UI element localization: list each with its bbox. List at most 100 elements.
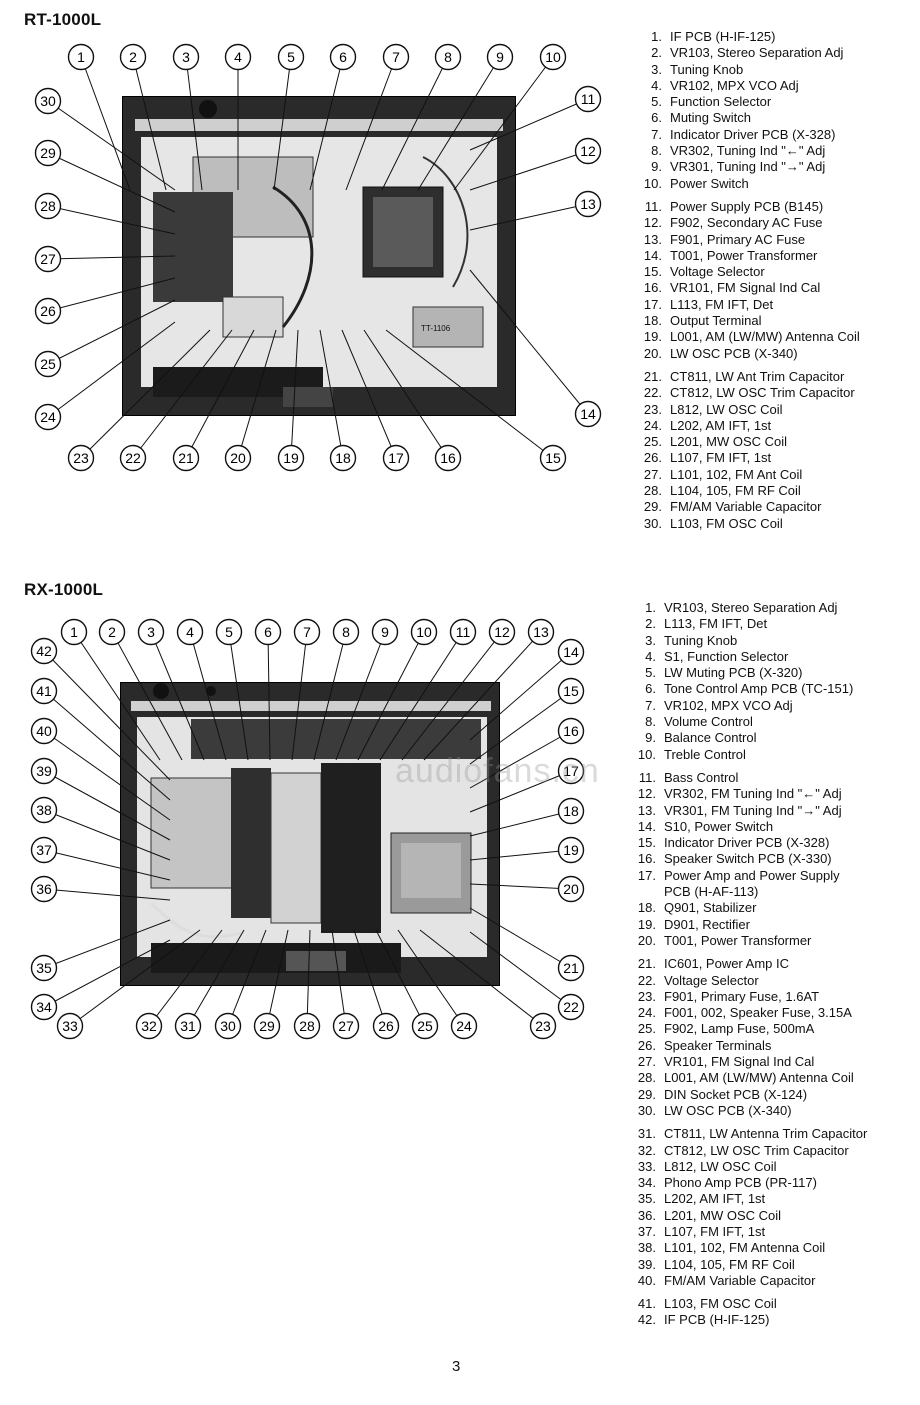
- callout-rx-13: 13: [423, 618, 555, 761]
- callout-number: 9: [381, 624, 389, 640]
- part-description: L812, LW OSC Coil: [670, 401, 783, 417]
- part-description: Power Supply PCB (B145): [670, 198, 824, 214]
- part-number: [626, 884, 664, 900]
- part-number: 22.: [637, 972, 656, 988]
- part-description: L103, FM OSC Coil: [664, 1296, 777, 1312]
- leader-line: [43, 770, 171, 841]
- rx-part-row: 42.IF PCB (H-IF-125): [626, 1312, 867, 1328]
- part-number: 30.: [637, 1102, 656, 1118]
- part-description: IF PCB (H-IF-125): [664, 1312, 770, 1328]
- callout-rx-32: 32: [135, 929, 223, 1040]
- part-description: L104, 105, FM RF Coil: [664, 1256, 795, 1272]
- callout-number: 24: [456, 1018, 472, 1034]
- callout-rx-36: 36: [30, 875, 171, 903]
- part-number: 27.: [643, 466, 662, 482]
- part-number: 36.: [637, 1207, 656, 1223]
- callout-number: 33: [62, 1018, 78, 1034]
- callout-circle: [172, 444, 200, 472]
- callout-number: 37: [36, 842, 52, 858]
- callout-circle: [224, 444, 252, 472]
- part-description: L001, AM (LW/MW) Antenna Coil: [664, 1070, 854, 1086]
- leader-line: [423, 631, 542, 761]
- callout-circle: [332, 1012, 360, 1040]
- leader-line: [43, 939, 171, 1008]
- leader-line: [47, 205, 176, 235]
- callout-circle: [574, 85, 602, 113]
- leader-line: [363, 329, 449, 459]
- callout-circle: [557, 717, 585, 745]
- callout-rt-27: 27: [34, 245, 176, 273]
- part-description: F902, Lamp Fuse, 500mA: [664, 1021, 815, 1037]
- callout-circle: [30, 796, 58, 824]
- callout-number: 25: [417, 1018, 433, 1034]
- part-description: L202, AM IFT, 1st: [670, 417, 772, 433]
- part-description: Function Selector: [670, 94, 772, 110]
- leader-line: [469, 770, 572, 813]
- part-number: 40.: [637, 1272, 656, 1288]
- callout-rt-6: 6: [309, 43, 357, 191]
- page-number: 3: [452, 1358, 461, 1375]
- callout-rx-1: 1: [60, 618, 161, 761]
- callout-rx-9: 9: [335, 618, 399, 761]
- part-description: DIN Socket PCB (X-124): [664, 1086, 808, 1102]
- rt-part-row: 18.Output Terminal: [632, 313, 860, 329]
- part-description: F902, Secondary AC Fuse: [670, 215, 823, 231]
- callout-rx-17: 17: [469, 757, 585, 813]
- leader-line: [80, 329, 211, 459]
- callout-circle: [56, 1012, 84, 1040]
- callout-circle: [67, 43, 95, 71]
- part-description: LW Muting PCB (X-320): [664, 665, 803, 681]
- callout-number: 11: [456, 624, 471, 640]
- part-description: VR103, Stereo Separation Adj: [664, 600, 838, 615]
- part-number: 9.: [651, 159, 662, 175]
- callout-circle: [557, 993, 585, 1021]
- callout-rx-30: 30: [214, 929, 267, 1040]
- callout-circle: [34, 87, 62, 115]
- callout-circle: [557, 677, 585, 705]
- rt-part-row: 29.FM/AM Variable Capacitor: [632, 499, 860, 515]
- part-number: 29.: [637, 1086, 656, 1102]
- part-description: CT811, LW Ant Trim Capacitor: [670, 368, 845, 384]
- part-description: VR302, Tuning Ind "←" Adj: [670, 143, 826, 159]
- part-number: 41.: [637, 1296, 656, 1312]
- callout-rt-10: 10: [453, 43, 567, 191]
- part-description: Indicator Driver PCB (X-328): [664, 835, 830, 851]
- rx-part-row: 22.Voltage Selector: [626, 973, 867, 989]
- leader-line: [379, 631, 464, 761]
- callout-circle: [557, 954, 585, 982]
- callout-rt-17: 17: [341, 329, 410, 472]
- rt-part-row: 11.Power Supply PCB (B145): [632, 199, 860, 215]
- part-number: 24.: [637, 1005, 656, 1021]
- part-description: L201, MW OSC Coil: [670, 434, 788, 450]
- leader-line: [469, 907, 572, 969]
- callout-circle: [557, 757, 585, 785]
- rx-part-row: 20.T001, Power Transformer: [626, 933, 867, 949]
- callout-rx-18: 18: [469, 797, 585, 837]
- part-number: 5.: [651, 94, 662, 110]
- rt-part-row: 27.L101, 102, FM Ant Coil: [632, 467, 860, 483]
- callout-circle: [329, 43, 357, 71]
- part-description: S10, Power Switch: [664, 818, 774, 834]
- callout-number: 22: [563, 999, 579, 1015]
- rx-part-row: 18.Q901, Stabilizer: [626, 900, 867, 916]
- callout-number: 23: [73, 450, 89, 466]
- part-number: 13.: [643, 231, 662, 247]
- callout-rx-7: 7: [291, 618, 321, 761]
- callout-circle: [382, 43, 410, 71]
- callout-rt-24: 24: [34, 321, 176, 431]
- rx-part-row: 40.FM/AM Variable Capacitor: [626, 1273, 867, 1289]
- callout-rx-41: 41: [30, 677, 171, 801]
- callout-circle: [332, 618, 360, 646]
- rx-part-row: 1.VR103, Stereo Separation Adj: [626, 600, 867, 616]
- part-description: Q901, Stabilizer: [664, 900, 757, 916]
- leader-line: [469, 849, 572, 861]
- leader-line: [43, 919, 171, 969]
- callout-rt-16: 16: [363, 329, 462, 472]
- callout-rx-33: 33: [56, 929, 201, 1040]
- callout-circle: [449, 618, 477, 646]
- rt-part-row: 20.LW OSC PCB (X-340): [632, 346, 860, 362]
- callout-number: 5: [225, 624, 233, 640]
- rt-part-row: 21.CT811, LW Ant Trim Capacitor: [632, 369, 860, 385]
- callout-number: 19: [563, 842, 579, 858]
- part-description: Power Switch: [670, 175, 749, 191]
